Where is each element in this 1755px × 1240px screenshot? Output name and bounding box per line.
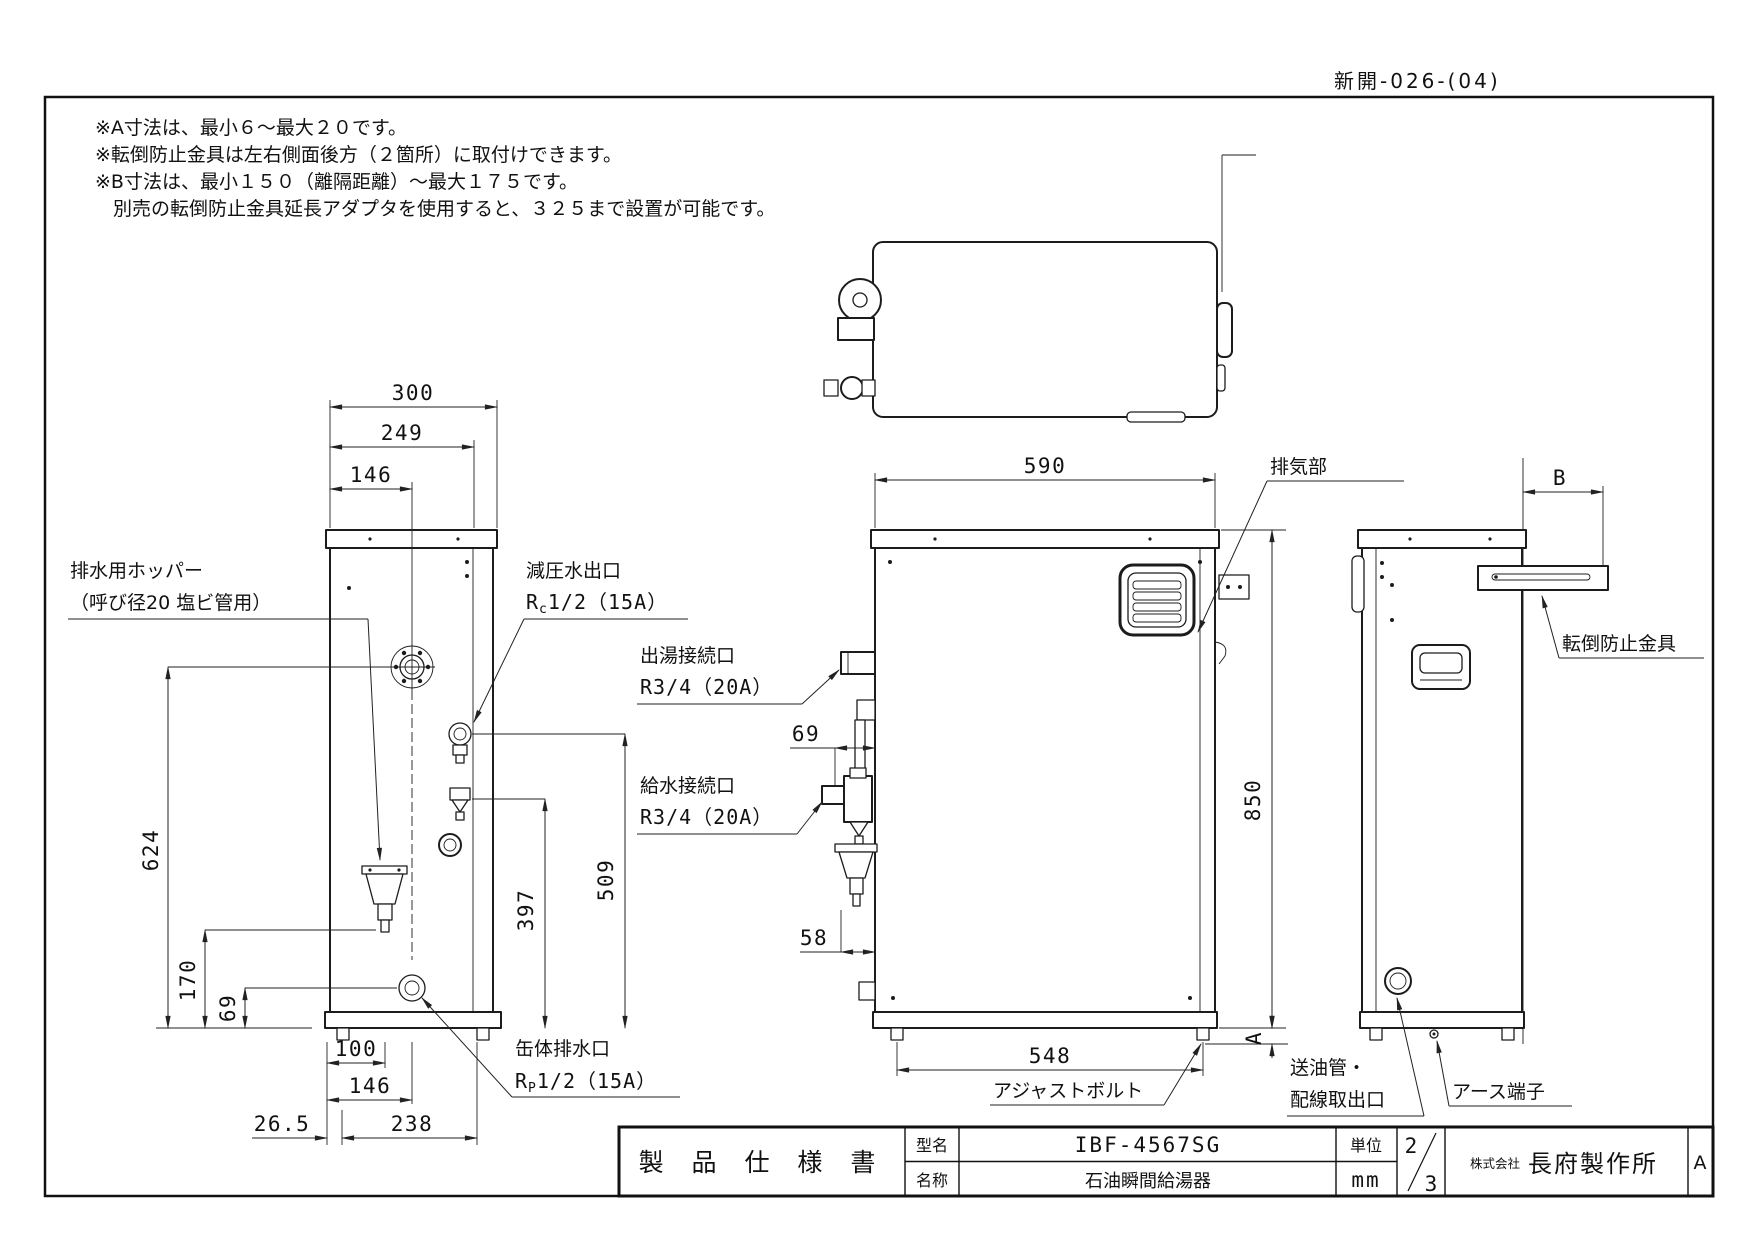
dim-69: 69 (216, 994, 240, 1022)
latch-hook (1214, 641, 1227, 665)
dim-146: 146 (350, 463, 392, 487)
model-label: 型名 (916, 1136, 948, 1155)
earth-terminal-label: アース端子 (1452, 1081, 1545, 1103)
dim-249: 249 (381, 421, 423, 445)
side-handle (1411, 644, 1471, 690)
drain-hopper (361, 833, 462, 933)
rear-top-plate (325, 529, 498, 549)
water-inlet-valve (821, 767, 873, 845)
rear-cabinet-body (329, 547, 494, 1013)
dim-146b: 146 (349, 1074, 391, 1098)
relief-valve (449, 787, 471, 821)
dim-69f: 69 (792, 722, 820, 746)
dim-509: 509 (594, 859, 618, 901)
exhaust-label: 排気部 (1270, 456, 1327, 478)
note-line: ※B寸法は、最小１５０（離隔距離）～最大１７５です。 (95, 171, 578, 193)
page-total: 3 (1425, 1172, 1440, 1196)
notes-block: ※A寸法は、最小６～最大２０です。 ※転倒防止金具は左右側面後方（２箇所）に取付… (95, 117, 775, 220)
foot (1501, 1027, 1515, 1041)
front-top-plate (870, 529, 1220, 549)
revision: A (1694, 1152, 1707, 1174)
hopper-label: 排水用ホッパー (70, 560, 203, 582)
tank-drain-label: 缶体排水口 (515, 1038, 610, 1060)
dim-A: A (1242, 1031, 1266, 1045)
side-labels: 転倒防止金具 送油管・ 配線取出口 アース端子 (1287, 594, 1704, 1117)
dim-58: 58 (800, 926, 828, 950)
foot (476, 1027, 490, 1041)
dim-548: 548 (1029, 1044, 1071, 1068)
page-number: 2 (1405, 1134, 1420, 1158)
side-base (1359, 1011, 1525, 1029)
side-cabinet-body (1361, 547, 1523, 1013)
model-value: IBF-4567SG (1075, 1133, 1221, 1157)
adjuster-bolt-label: アジャストボルト (993, 1080, 1143, 1102)
exhaust-vent (1118, 563, 1196, 637)
top-view (823, 154, 1256, 423)
rear-view: 300 249 146 624 170 69 509 397 (68, 381, 688, 1145)
pressure-reducing-valve (448, 722, 472, 764)
pipe-flange (389, 644, 435, 690)
anti-tip-bracket-label: 転倒防止金具 (1562, 633, 1676, 655)
anti-tip-bracket (1477, 565, 1609, 591)
side-dimensions: B (1521, 466, 1605, 566)
front-hopper (834, 843, 878, 907)
tank-drain-port (398, 974, 426, 1002)
adjuster-bolt-foot (890, 1027, 904, 1041)
dim-397: 397 (514, 889, 538, 931)
front-view: 590 850 A 548 69 58 (637, 454, 1404, 1106)
rear-base (324, 1011, 502, 1029)
company-name: 長府製作所 (1528, 1150, 1658, 1178)
side-edge-handle (1351, 555, 1365, 613)
front-dimensions: 590 850 A 548 69 58 (790, 454, 1288, 1076)
front-latch-top (1126, 411, 1186, 423)
inlet-label: 給水接続口 (640, 775, 735, 797)
front-base (872, 1011, 1218, 1029)
dim-850: 850 (1241, 779, 1265, 821)
dim-B: B (1553, 466, 1567, 490)
oil-pump (840, 376, 864, 400)
side-view: B 転倒防止金具 送油管・ 配線取出口 アース端子 (1287, 458, 1704, 1117)
adjuster-bolt-foot (1196, 1027, 1210, 1041)
name-label: 名称 (916, 1171, 948, 1190)
top-view-cabinet (872, 241, 1218, 418)
sheet-title: 製 品 仕 様 書 (639, 1148, 886, 1177)
unit-value: mm (1351, 1168, 1380, 1192)
note-line: ※転倒防止金具は左右側面後方（２箇所）に取付けできます。 (95, 144, 622, 166)
oil-wiring-outlet (1384, 967, 1412, 995)
document-number: 新開-026-(04) (1334, 69, 1501, 93)
dim-590: 590 (1024, 454, 1066, 478)
front-labels: 出湯接続口 R3/4（20A） 給水接続口 R3/4（20A） 排気部 アジャス… (637, 456, 1404, 1106)
side-handle-top (1216, 302, 1233, 358)
foot (336, 1027, 350, 1041)
oil-pipe-label: 送油管・ (1290, 1057, 1366, 1079)
note-line: ※A寸法は、最小６～最大２０です。 (95, 117, 407, 139)
rear-dimensions: 300 249 146 624 170 69 509 397 (139, 381, 628, 1145)
dim-100: 100 (335, 1037, 377, 1061)
relief-outlet-size: Rc1/2（15A） (526, 590, 668, 617)
wiring-outlet-label: 配線取出口 (1290, 1089, 1385, 1111)
bracket-plate (1218, 574, 1250, 600)
hopper-label-2: （呼び径20 塩ビ管用） (70, 592, 271, 614)
hot-water-outlet-pipe (840, 651, 876, 675)
title-block: 製 品 仕 様 書 型名 IBF-4567SG 名称 石油瞬間給湯器 単位 mm… (617, 1125, 1715, 1198)
unit-label: 単位 (1350, 1136, 1382, 1155)
company-prefix: 株式会社 (1470, 1156, 1520, 1171)
note-line: 別売の転倒防止金具延長アダプタを使用すると、３２５まで設置が可能です。 (113, 198, 775, 220)
dim-624: 624 (139, 829, 163, 871)
dim-26-5: 26.5 (254, 1112, 311, 1136)
dim-238: 238 (391, 1112, 433, 1136)
rear-labels: 排水用ホッパー （呼び径20 塩ビ管用） 減圧水出口 Rc1/2（15A） 缶体… (68, 560, 688, 1098)
side-top-plate (1357, 529, 1527, 549)
tank-drain-size: RP1/2（15A） (515, 1069, 657, 1096)
dim-170: 170 (176, 959, 200, 1001)
dim-300: 300 (392, 381, 434, 405)
relief-outlet-label: 減圧水出口 (526, 560, 621, 582)
name-value: 石油瞬間給湯器 (1085, 1171, 1211, 1192)
outlet-size: R3/4（20A） (640, 675, 773, 699)
foot (1369, 1027, 1383, 1041)
inlet-size: R3/4（20A） (640, 805, 773, 829)
outlet-label: 出湯接続口 (640, 645, 735, 667)
